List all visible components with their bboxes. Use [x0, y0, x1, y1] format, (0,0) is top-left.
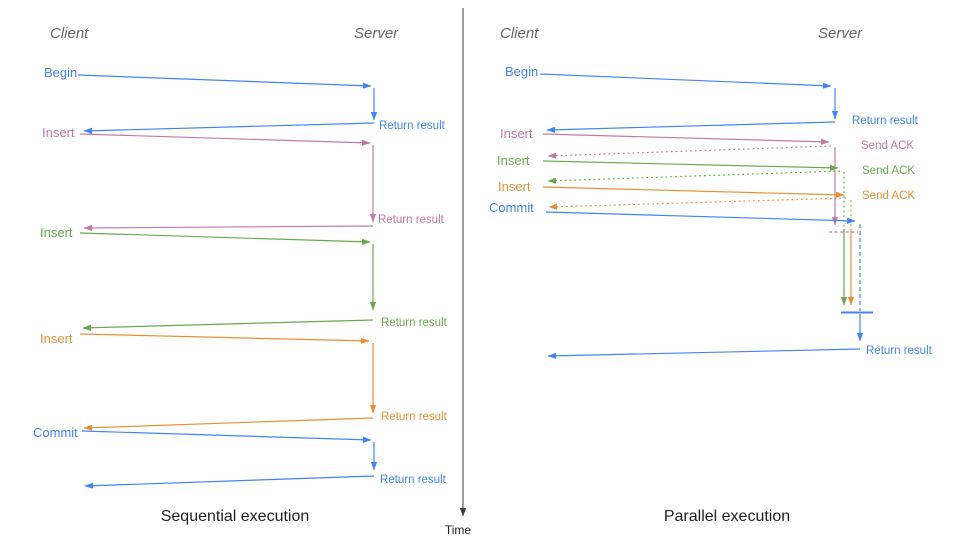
- par-insert2-ack-label: Send ACK: [862, 165, 915, 177]
- parallel-server-header: Server: [818, 25, 863, 42]
- par-insert1-request-arrow: [542, 133, 830, 145]
- sequential-title: Sequential execution: [161, 508, 310, 525]
- seq-commit-return-label: Return result: [380, 474, 447, 486]
- seq-insert2-label: Insert: [40, 225, 73, 240]
- seq-begin-return-arrow: [83, 122, 375, 134]
- seq-insert2-return-arrow: [82, 319, 374, 331]
- sequential-client-header: Client: [50, 25, 89, 42]
- seq-insert3-label: Insert: [40, 331, 73, 346]
- seq-commit-return-arrow: [84, 475, 375, 489]
- par-commit-return-arrow: [547, 348, 861, 359]
- par-insert3-ack-label: Send ACK: [862, 190, 915, 202]
- sequential-panel: Client Server Begin Return result Insert…: [33, 25, 448, 525]
- sequential-server-header: Server: [354, 25, 399, 42]
- seq-insert3-request-arrow: [79, 333, 370, 344]
- seq-begin-return-label: Return result: [379, 120, 446, 132]
- par-commit-label: Commit: [489, 200, 534, 215]
- parallel-title: Parallel execution: [664, 508, 790, 525]
- seq-insert2-request-arrow: [79, 232, 371, 245]
- seq-insert3-return-arrow: [83, 417, 374, 431]
- par-insert2-ack-arrow: [547, 170, 841, 184]
- par-insert3-label: Insert: [498, 179, 531, 194]
- seq-insert1-return-arrow: [83, 224, 374, 232]
- par-begin-return-label: Return result: [852, 115, 919, 127]
- seq-begin-label: Begin: [44, 65, 77, 80]
- seq-insert2-return-label: Return result: [381, 317, 448, 329]
- par-insert2-label: Insert: [497, 153, 530, 168]
- par-insert2-request-arrow: [542, 160, 839, 171]
- par-begin-label: Begin: [505, 64, 538, 79]
- seq-insert1-return-label: Return result: [378, 214, 445, 226]
- par-commit-request-arrow: [545, 211, 856, 224]
- par-begin-request-arrow: [539, 73, 832, 89]
- seq-begin-request-arrow: [77, 74, 372, 89]
- parallel-panel: Client Server Begin Return result Insert…: [489, 25, 933, 525]
- seq-commit-request-arrow: [81, 430, 372, 443]
- time-axis-label: Time: [445, 523, 472, 537]
- par-insert1-ack-label: Send ACK: [861, 140, 914, 152]
- par-insert3-ack-arrow: [548, 197, 847, 210]
- par-insert3-request-arrow: [542, 186, 845, 198]
- seq-insert3-return-label: Return result: [381, 411, 448, 423]
- seq-commit-label: Commit: [33, 425, 78, 440]
- par-commit-return-label: Return result: [866, 345, 933, 357]
- time-axis: Time: [445, 8, 472, 537]
- par-insert1-ack-arrow: [547, 145, 832, 159]
- par-insert1-label: Insert: [500, 126, 533, 141]
- seq-insert1-request-arrow: [79, 133, 371, 146]
- parallel-client-header: Client: [500, 25, 539, 42]
- par-begin-return-arrow: [546, 121, 836, 133]
- seq-insert1-label: Insert: [42, 125, 75, 140]
